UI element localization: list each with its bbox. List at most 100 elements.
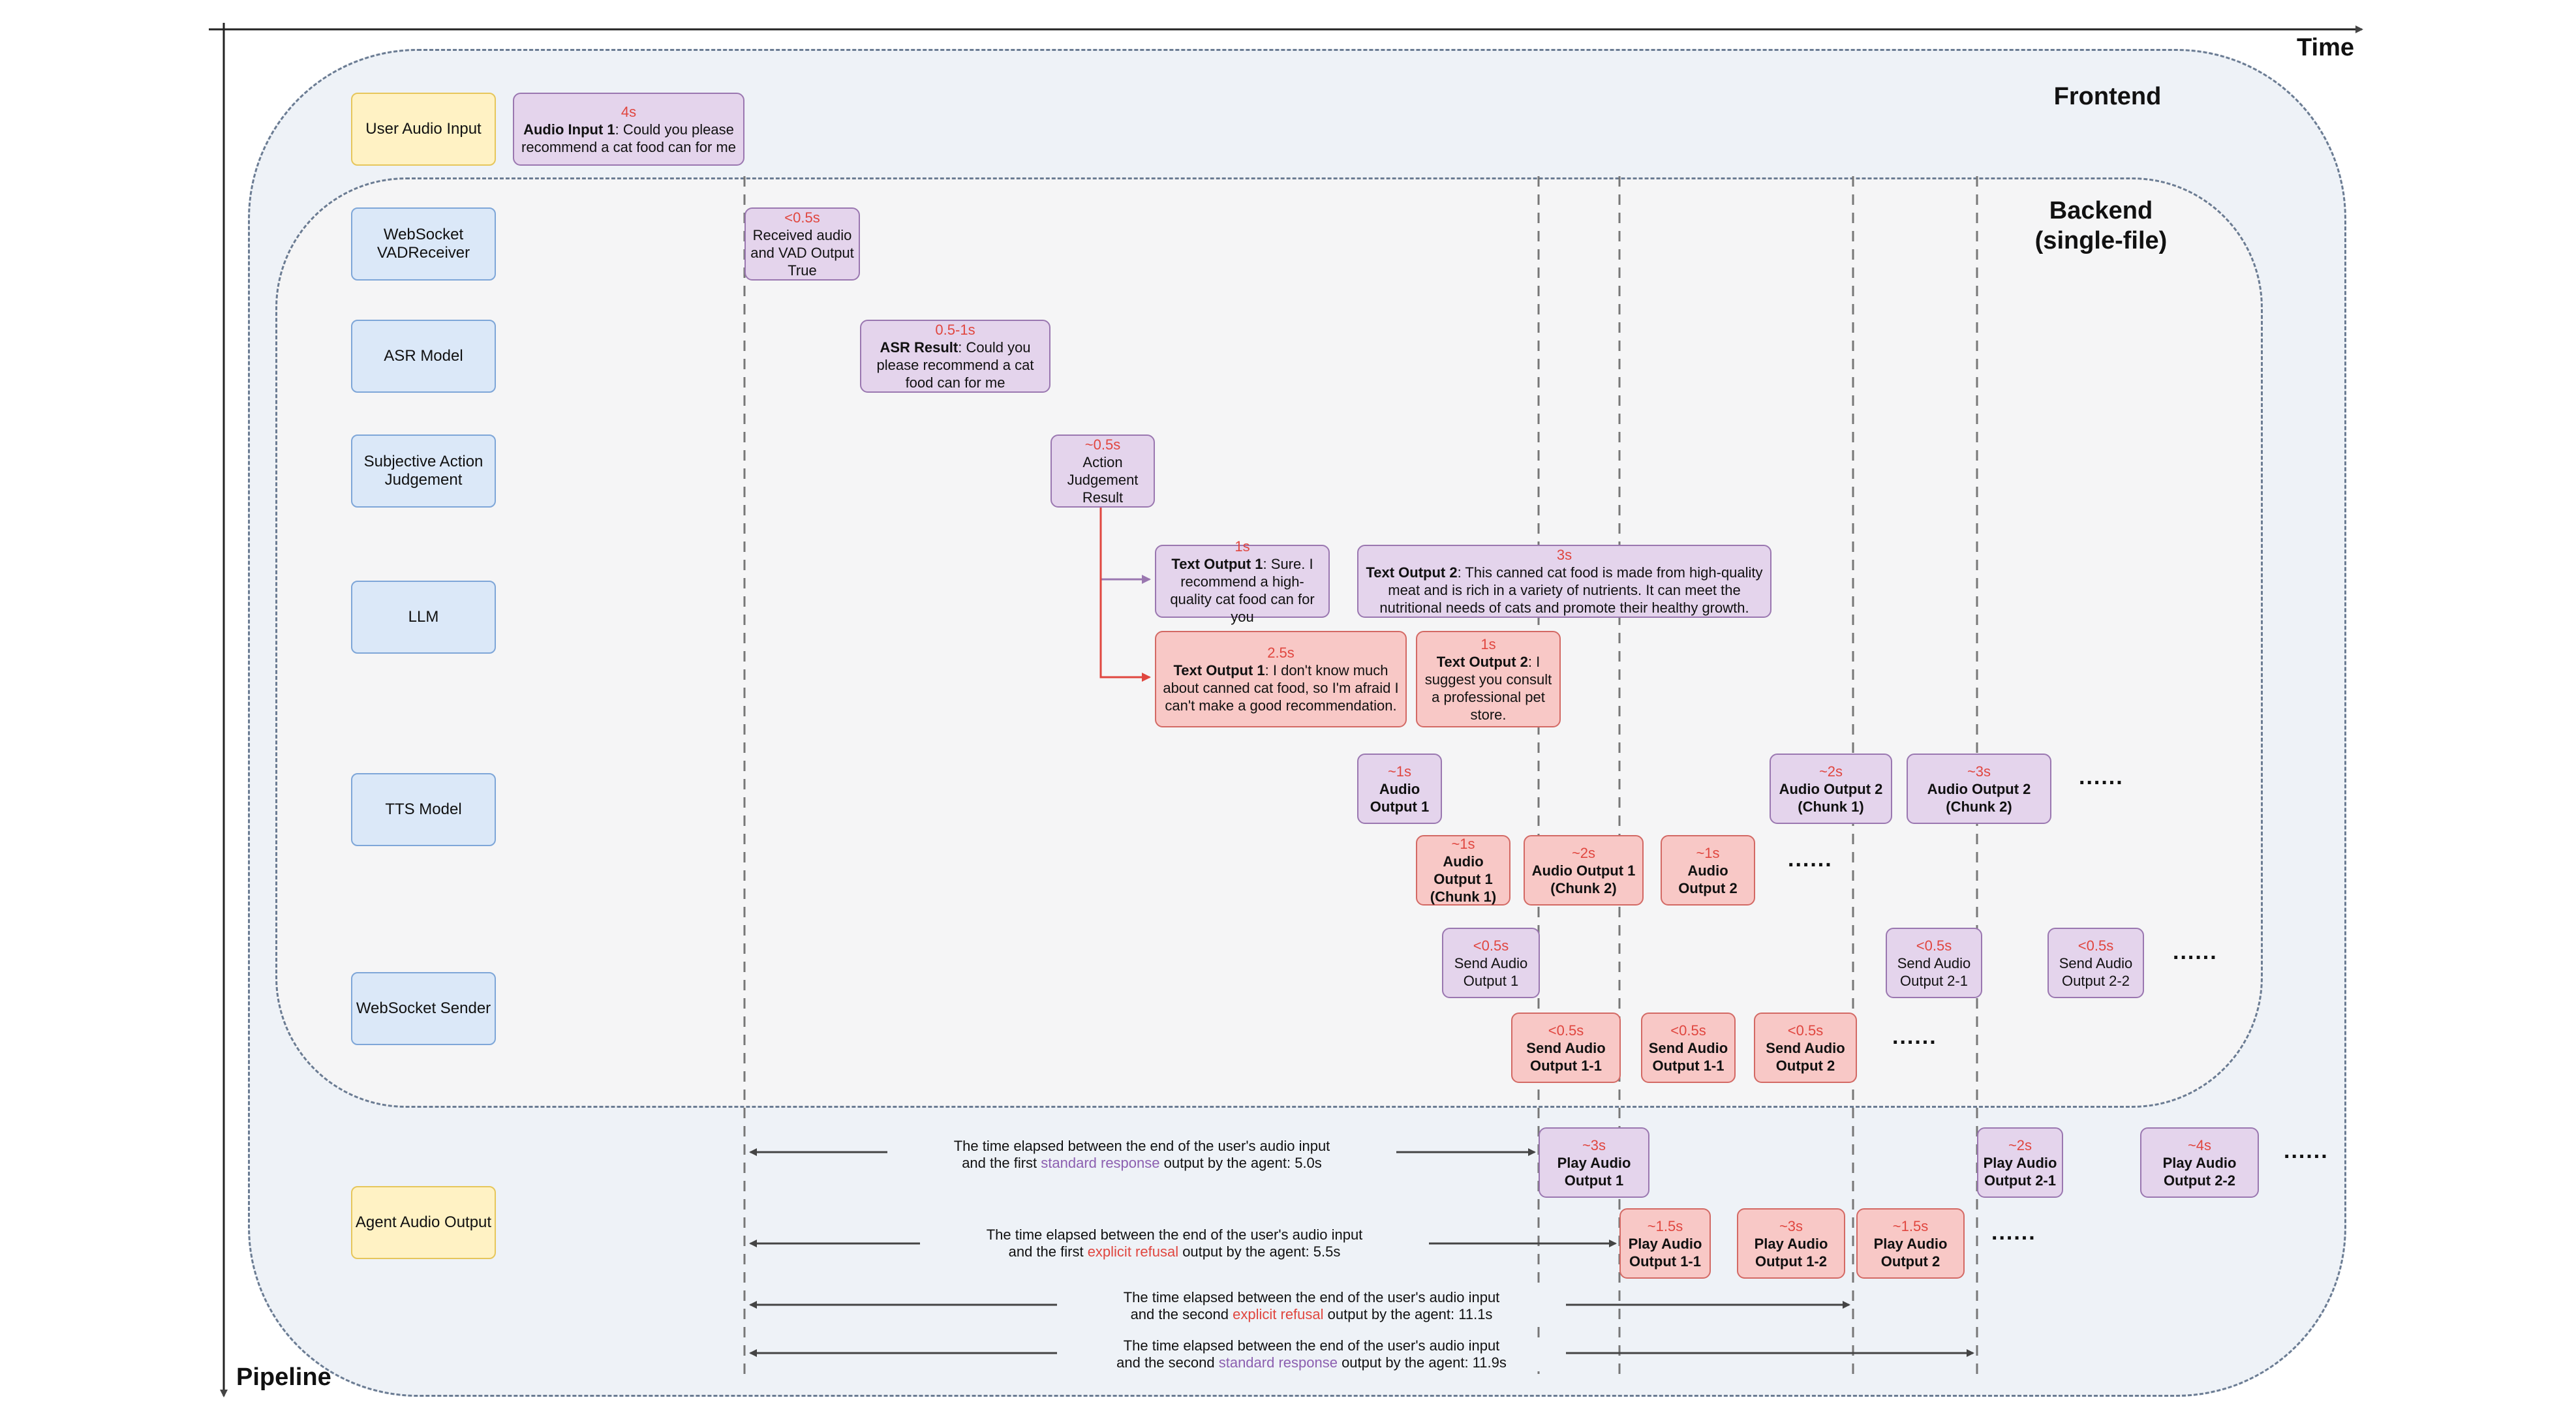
play-refusal-ellipsis: ......: [1991, 1220, 2036, 1245]
play-audio-output-1-label: Play Audio Output 1: [1557, 1154, 1631, 1189]
tts-audio-output-2-chunk-1-time: ~2s: [1818, 763, 1843, 780]
send-audio-output-2-1-label: Send Audio Output 2-1: [1897, 954, 1971, 989]
sender-refusal-ellipsis: ......: [1892, 1024, 1937, 1049]
play-refusal-output-1-1-time: ~1.5s: [1647, 1217, 1683, 1234]
tts-refusal-output-2-box: ~1s Audio Output 2: [1661, 835, 1755, 906]
llm-text-output-1-standard-box: 1s Text Output 1: Sure. I recommend a hi…: [1155, 538, 1330, 625]
play-refusal-output-1-2-box: ~3s Play Audio Output 1-2: [1737, 1208, 1845, 1279]
pipeline-axis-label: Pipeline: [236, 1364, 331, 1391]
send-refusal-output-1-1-time: <0.5s: [1548, 1022, 1584, 1039]
llm-text-output-1-refusal-time: 2.5s: [1267, 645, 1295, 661]
play-audio-output-1-box: ~3s Play Audio Output 1: [1539, 1127, 1649, 1198]
elapsed-annotation-second-standard-line2: and the second standard response output …: [1116, 1354, 1507, 1371]
play-refusal-output-1-2-time: ~3s: [1779, 1217, 1803, 1234]
tts-audio-output-1-box: ~1s Audio Output 1: [1357, 754, 1442, 824]
row-label-agent-audio-output: Agent Audio Output: [351, 1186, 496, 1259]
send-refusal-output-1-1-box: <0.5s Send Audio Output 1-1: [1511, 1013, 1621, 1083]
frontend-title: Frontend: [2053, 83, 2162, 110]
llm-text-output-1-refusal-box: 2.5s Text Output 1: I don't know much ab…: [1155, 631, 1407, 727]
tts-audio-output-2-chunk-1-label: Audio Output 2 (Chunk 1): [1779, 780, 1883, 815]
play-refusal-output-1-1-label: Play Audio Output 1-1: [1628, 1235, 1702, 1270]
tts-audio-output-2-chunk-2-box: ~3s Audio Output 2 (Chunk 2): [1907, 754, 2051, 824]
send-audio-output-2-1-box: <0.5s Send Audio Output 2-1: [1886, 928, 1982, 998]
tts-audio-output-2-chunk-1-box: ~2s Audio Output 2 (Chunk 1): [1770, 754, 1892, 824]
play-refusal-output-2-time: ~1.5s: [1892, 1217, 1929, 1234]
action-judgement-text: Action Judgement Result: [1067, 454, 1139, 506]
tts-audio-output-1-label: Audio Output 1: [1370, 780, 1430, 815]
vad-result-text: Received audio and VAD Output True: [750, 227, 854, 279]
send-refusal-output-1-1-label: Send Audio Output 1-1: [1526, 1039, 1606, 1074]
tts-refusal-output-1-chunk-1-box: ~1s Audio Output 1 (Chunk 1): [1416, 835, 1510, 906]
play-audio-output-2-1-label: Play Audio Output 2-1: [1983, 1154, 2057, 1189]
tts-refusal-output-1-chunk-1-label: Audio Output 1 (Chunk 1): [1430, 853, 1497, 905]
llm-text-output-2-refusal-text: Text Output 2: I suggest you consult a p…: [1424, 653, 1552, 723]
elapsed-annotation-second-refusal-line1: The time elapsed between the end of the …: [1123, 1289, 1500, 1305]
play-refusal-output-2-box: ~1.5s Play Audio Output 2: [1856, 1208, 1965, 1279]
row-label-tts-model: TTS Model: [351, 773, 496, 846]
send-audio-output-2-2-box: <0.5s Send Audio Output 2-2: [2047, 928, 2144, 998]
llm-text-output-2-standard-text: Text Output 2: This canned cat food is m…: [1366, 564, 1763, 616]
elapsed-annotation-second-refusal: The time elapsed between the end of the …: [1057, 1289, 1566, 1323]
audio-input-1-time: 4s: [621, 103, 637, 120]
elapsed-annotation-second-standard: The time elapsed between the end of the …: [1057, 1337, 1566, 1371]
branch-arrow-standard: [1099, 508, 1151, 584]
play-audio-output-1-time: ~3s: [1582, 1136, 1606, 1153]
send-audio-output-1-label: Send Audio Output 1: [1454, 954, 1528, 989]
play-refusal-output-2-label: Play Audio Output 2: [1873, 1235, 1948, 1270]
asr-result-time: 0.5-1s: [935, 322, 975, 338]
tts-audio-output-2-chunk-2-label: Audio Output 2 (Chunk 2): [1927, 780, 2031, 815]
send-audio-output-1-time: <0.5s: [1473, 937, 1509, 954]
tts-refusal-output-1-chunk-2-time: ~2s: [1571, 844, 1596, 861]
send-audio-output-1-box: <0.5s Send Audio Output 1: [1442, 928, 1540, 998]
play-audio-output-2-1-box: ~2s Play Audio Output 2-1: [1977, 1127, 2063, 1198]
play-standard-ellipsis: ......: [2284, 1138, 2329, 1163]
send-audio-output-2-2-label: Send Audio Output 2-2: [2059, 954, 2133, 989]
tts-audio-output-1-time: ~1s: [1387, 763, 1412, 780]
llm-text-output-2-standard-time: 3s: [1556, 547, 1572, 563]
branch-arrow-refusal: [1099, 508, 1151, 682]
llm-text-output-2-refusal-time: 1s: [1480, 635, 1496, 652]
send-refusal-output-1-2-time: <0.5s: [1670, 1022, 1706, 1039]
elapsed-annotation-first-refusal: The time elapsed between the end of the …: [920, 1227, 1429, 1260]
elapsed-annotation-first-standard-line2: and the first standard response output b…: [962, 1155, 1322, 1171]
elapsed-annotation-first-standard: The time elapsed between the end of the …: [887, 1138, 1396, 1172]
row-label-asr-model: ASR Model: [351, 320, 496, 393]
time-axis-label: Time: [2297, 34, 2355, 61]
tts-refusal-output-1-chunk-1-time: ~1s: [1451, 836, 1475, 852]
tts-standard-ellipsis: ......: [2079, 765, 2124, 789]
tts-refusal-output-1-chunk-2-label: Audio Output 1 (Chunk 2): [1531, 862, 1636, 896]
asr-result-box: 0.5-1s ASR Result: Could you please reco…: [860, 320, 1050, 393]
elapsed-annotation-second-refusal-line2: and the second explicit refusal output b…: [1130, 1306, 1493, 1322]
backend-title-line2: (single-file): [2034, 227, 2168, 254]
audio-input-1-text: Audio Input 1: Could you please recommen…: [521, 121, 736, 155]
llm-text-output-1-refusal-text: Text Output 1: I don't know much about c…: [1163, 662, 1399, 714]
send-refusal-output-1-2-label: Send Audio Output 1-1: [1648, 1039, 1728, 1074]
vad-result-time: <0.5s: [784, 209, 820, 226]
sender-standard-ellipsis: ......: [2173, 939, 2218, 964]
llm-text-output-1-standard-time: 1s: [1234, 538, 1250, 555]
elapsed-annotation-second-standard-line1: The time elapsed between the end of the …: [1123, 1337, 1500, 1354]
row-label-user-audio-input: User Audio Input: [351, 93, 496, 166]
row-label-llm: LLM: [351, 581, 496, 654]
backend-title-line1: Backend: [2049, 197, 2153, 224]
backend-title: Backend (single-file): [1997, 196, 2205, 256]
play-refusal-output-1-1-box: ~1.5s Play Audio Output 1-1: [1619, 1208, 1711, 1279]
row-label-websocket-sender: WebSocket Sender: [351, 972, 496, 1045]
send-refusal-output-2-box: <0.5s Send Audio Output 2: [1754, 1013, 1857, 1083]
llm-text-output-1-standard-text: Text Output 1: Sure. I recommend a high-…: [1170, 555, 1315, 625]
vad-result-box: <0.5s Received audio and VAD Output True: [744, 207, 860, 281]
send-refusal-output-2-time: <0.5s: [1787, 1022, 1824, 1039]
row-label-websocket-vad: WebSocket VADReceiver: [351, 207, 496, 281]
tts-audio-output-2-chunk-2-time: ~3s: [1967, 763, 1991, 780]
llm-text-output-2-refusal-box: 1s Text Output 2: I suggest you consult …: [1416, 631, 1561, 727]
tts-refusal-output-1-chunk-2-box: ~2s Audio Output 1 (Chunk 2): [1524, 835, 1644, 906]
llm-text-output-2-standard-box: 3s Text Output 2: This canned cat food i…: [1357, 545, 1771, 618]
row-label-subjective-action-judgement: Subjective Action Judgement: [351, 434, 496, 508]
tts-refusal-ellipsis: ......: [1788, 847, 1833, 872]
send-refusal-output-1-2-box: <0.5s Send Audio Output 1-1: [1641, 1013, 1736, 1083]
asr-result-text: ASR Result: Could you please recommend a…: [876, 339, 1034, 391]
send-audio-output-2-1-time: <0.5s: [1916, 937, 1952, 954]
send-audio-output-2-2-time: <0.5s: [2078, 937, 2114, 954]
send-refusal-output-2-label: Send Audio Output 2: [1766, 1039, 1845, 1074]
